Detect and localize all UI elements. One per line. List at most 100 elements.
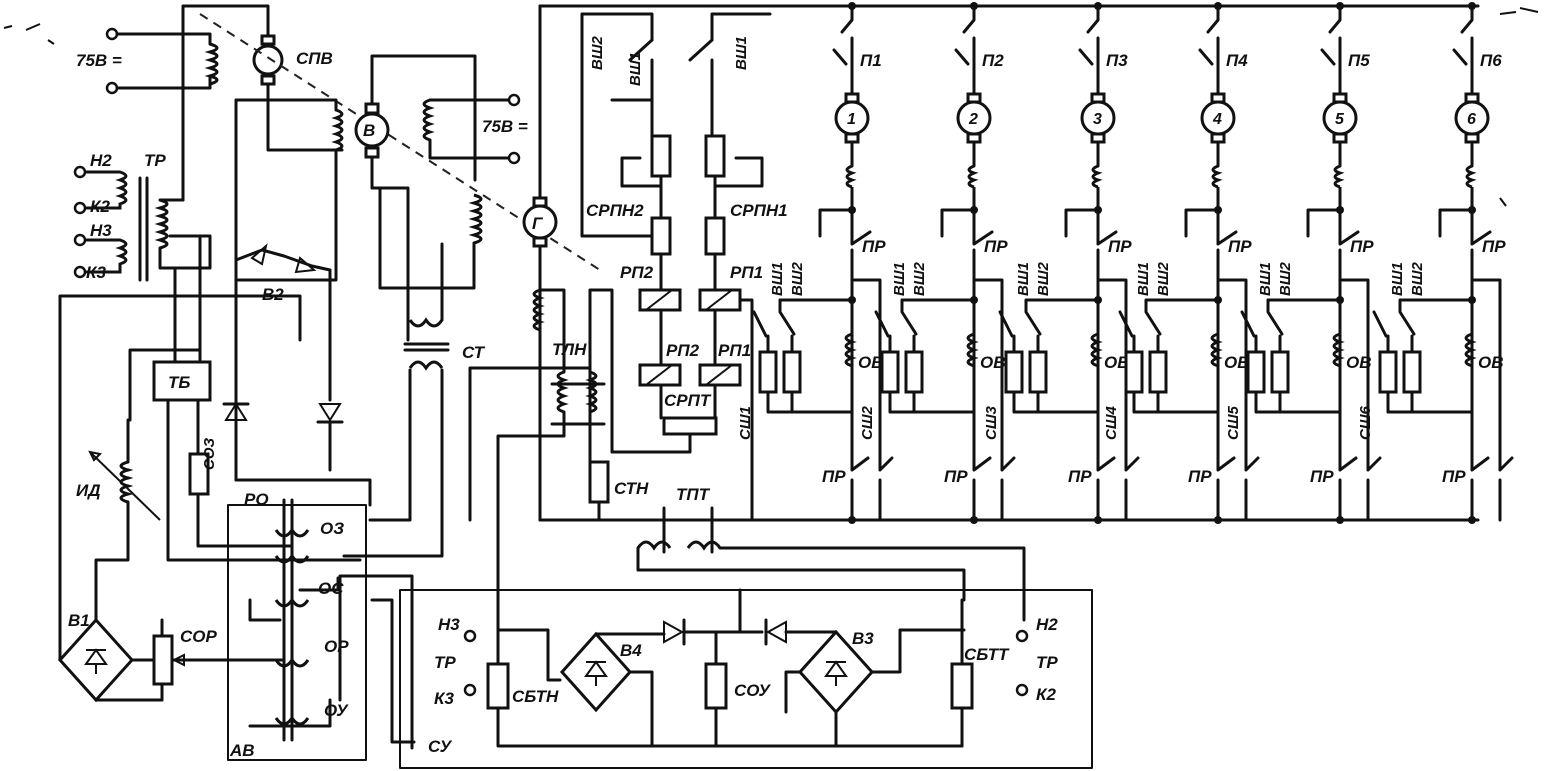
label-gen-g: Г [532, 214, 544, 233]
label-rp1-a: РП1 [730, 263, 763, 282]
vsh-switches-6 [1372, 298, 1474, 354]
series-coil-5 [1333, 164, 1345, 210]
label-id: ИД [76, 481, 101, 500]
motor-number-3: 3 [1093, 111, 1102, 128]
pr-low-label-3: ПР [1068, 467, 1092, 486]
switch-line-6 [1452, 4, 1474, 82]
diode-v4-top [663, 620, 685, 644]
shunt-resistor-a-3 [1004, 350, 1024, 394]
label-ou: ОУ [324, 701, 349, 720]
switch-line-4 [1198, 4, 1220, 82]
junction-dot-5-3 [1336, 296, 1344, 304]
junction-dot-6-3 [1468, 296, 1476, 304]
label-tln: ТЛН [552, 340, 587, 359]
ov-label-4: ОВ [1224, 353, 1250, 372]
left-section: 75В = СПВ В 75В = СТ [57, 4, 601, 761]
pr-upper-3 [1064, 208, 1118, 442]
motor-number-4: 4 [1212, 111, 1222, 128]
resistor-stn [588, 460, 610, 504]
shunt-label-3: СШ3 [983, 405, 1000, 440]
label-rp1-b: РП1 [718, 341, 751, 360]
pr-upper-1 [818, 208, 872, 442]
switch-label-2: П2 [982, 51, 1004, 70]
shunt-label-6: СШ6 [1357, 405, 1374, 440]
series-coil-4 [1211, 164, 1223, 210]
label-tr-left: ТР [434, 653, 456, 672]
label-n3: Н3 [90, 221, 112, 240]
motor-number-1: 1 [847, 111, 856, 128]
label-v4: В4 [620, 641, 642, 660]
pr-low-label-5: ПР [1310, 467, 1334, 486]
switch-label-3: П3 [1106, 51, 1128, 70]
resistor-srpt [662, 416, 718, 436]
pr-low-label-6: ПР [1442, 467, 1466, 486]
switch-line-3 [1078, 4, 1100, 82]
switch-label-4: П4 [1226, 51, 1248, 70]
junction-dot-3-3 [1094, 296, 1102, 304]
shunt-resistor-b-1 [782, 350, 802, 394]
shunt-resistor-a-1 [758, 350, 778, 394]
junction-dot-2-0 [970, 2, 978, 10]
pr-lower-1 [850, 278, 894, 522]
pr-lower-2 [972, 278, 1016, 522]
ov-coil-4 [1210, 332, 1223, 368]
shunt-resistor-b-2 [904, 350, 924, 394]
label-gen-v: В [363, 121, 375, 140]
vsh1-label-4: ВШ1 [1135, 262, 1152, 296]
resistor-sbtt [950, 662, 974, 710]
label-tpt: ТПТ [676, 485, 711, 504]
ov-coil-2 [966, 332, 979, 368]
ov-label-6: ОВ [1478, 353, 1504, 372]
motor-number-2: 2 [968, 111, 978, 128]
motor-number-6: 6 [1467, 111, 1476, 128]
label-or: ОР [324, 637, 349, 656]
label-sbtn: СБТН [512, 687, 559, 706]
vsh2-label-5: ВШ2 [1277, 261, 1294, 296]
label-tb: ТБ [168, 373, 190, 392]
series-coil-1 [845, 164, 857, 210]
shunt-resistor-b-5 [1270, 350, 1290, 394]
diode-v3-top [765, 620, 787, 644]
label-n3-right: Н3 [438, 615, 460, 634]
shunt-resistor-b-3 [1028, 350, 1048, 394]
series-coil-2 [967, 164, 979, 210]
transformer-tpt [636, 540, 722, 551]
block-tb [152, 360, 212, 402]
shunt-resistor-b-6 [1402, 350, 1422, 394]
shunt-return-3 [1012, 390, 1100, 414]
switch-label-6: П6 [1480, 51, 1502, 70]
pr-label-2: ПР [984, 237, 1008, 256]
vsh1-label-6: ВШ1 [1389, 262, 1406, 296]
pr-low-label-4: ПР [1188, 467, 1212, 486]
junction-dot-6-0 [1468, 2, 1476, 10]
junction-dot-5-1 [1336, 516, 1344, 524]
vsh1-label-3: ВШ1 [1015, 262, 1032, 296]
scan-noise [3, 7, 1539, 207]
vsh2-label-6: ВШ2 [1409, 261, 1426, 296]
pr-low-label-2: ПР [944, 467, 968, 486]
ov-label-5: ОВ [1346, 353, 1372, 372]
pr-upper-5 [1306, 208, 1360, 442]
junction-dot-5-2 [1336, 206, 1344, 214]
shunt-return-2 [888, 390, 976, 414]
bridge-v4 [559, 631, 633, 713]
junction-dot-6-1 [1468, 516, 1476, 524]
junction-dot-5-0 [1336, 2, 1344, 10]
junction-dot-3-0 [1094, 2, 1102, 10]
switch-line-5 [1320, 4, 1342, 82]
ov-coil-1 [844, 332, 857, 368]
junction-dot-1-2 [848, 206, 856, 214]
pr-low-label-1: ПР [822, 467, 846, 486]
label-sor: СОР [180, 627, 218, 646]
vsh1-label-2: ВШ1 [891, 262, 908, 296]
shunt-label-5: СШ5 [1225, 405, 1242, 440]
switch-label-5: П5 [1348, 51, 1370, 70]
resistor-sbtn [486, 662, 510, 710]
shunt-resistor-a-5 [1246, 350, 1266, 394]
label-soz: СОЗ [201, 438, 218, 471]
label-tr: ТР [144, 151, 166, 170]
